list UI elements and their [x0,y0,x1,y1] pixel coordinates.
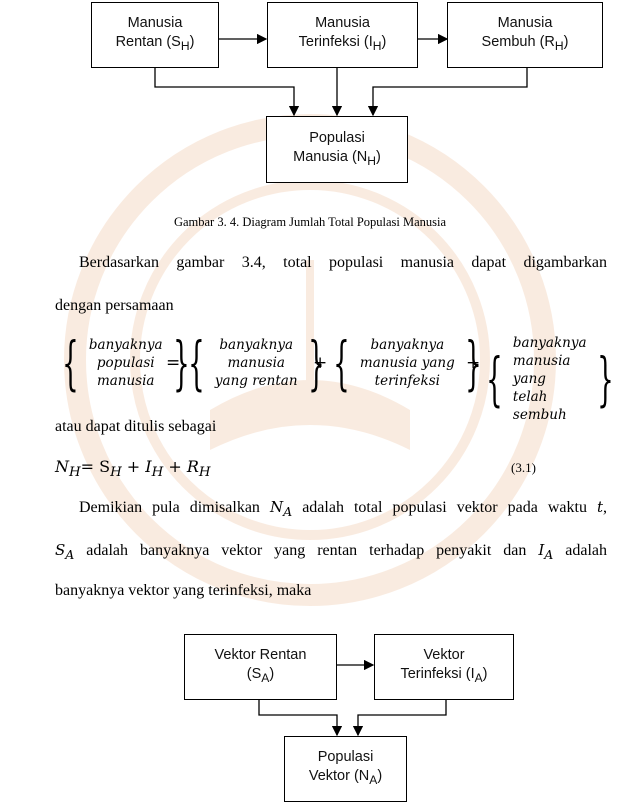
box-populasi-manusia: Populasi Manusia (NH) [266,116,408,183]
eq-equals: = [166,353,181,373]
figure-caption: Gambar 3. 4. Diagram Jumlah Total Popula… [173,215,447,229]
eq-plus-1: + [313,353,328,373]
paragraph-2-line-1: Demikian pula dimisalkan NA adalah total… [79,498,608,519]
eq-plus-2: + [466,353,481,373]
paragraph-2-line-3: banyaknya vektor yang terinfeksi, maka [55,582,312,599]
paragraph-1-line-2: dengan persamaan [55,297,174,314]
equation-number: (3.1) [511,460,536,475]
box-populasi-vektor: Populasi Vektor (NA) [284,736,407,802]
box-manusia-rentan: Manusia Rentan (SH) [91,2,219,68]
paragraph-2-line-2: SA adalah banyaknya vektor yang rentan t… [55,541,607,562]
paragraph-1-line-1: Berdasarkan gambar 3.4, total populasi m… [79,254,607,271]
box-vektor-terinfeksi: Vektor Terinfeksi (IA) [374,634,514,700]
equation-3-1: NH= SH + IH + RH [55,457,211,481]
text-atau-ditulis: atau dapat ditulis sebagai [55,418,217,435]
box-manusia-sembuh: Manusia Sembuh (RH) [447,2,603,68]
box-vektor-rentan: Vektor Rentan (SA) [184,634,337,700]
box-manusia-terinfeksi: Manusia Terinfeksi (IH) [267,2,418,68]
